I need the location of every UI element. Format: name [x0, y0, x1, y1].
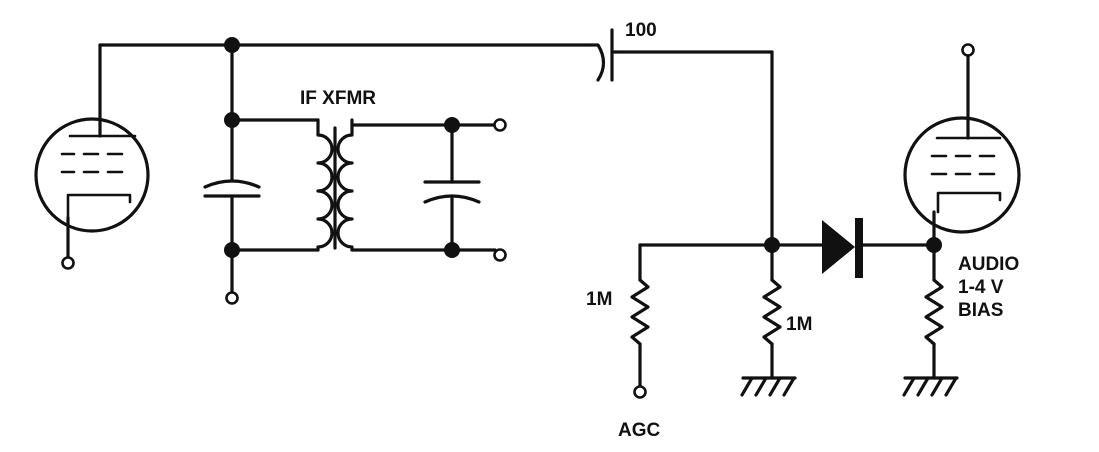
diode [770, 218, 936, 278]
junction-dot [224, 37, 240, 53]
right-tube-plate-terminal [961, 43, 975, 57]
agc-resistor [630, 243, 774, 388]
junction-dot [224, 112, 240, 128]
left-tube-terminal [61, 256, 75, 270]
capacitor-value-label: 100 [625, 20, 657, 41]
audio-label: AUDIO [958, 254, 1019, 275]
secondary-top-terminal [493, 118, 507, 132]
bias-label: BIAS [958, 300, 1003, 321]
top-bus-wire [98, 43, 774, 247]
secondary-bottom-terminal [493, 248, 507, 262]
transformer-label: IF XFMR [300, 88, 376, 109]
primary-tank [203, 43, 334, 295]
detector-resistor-label: 1M [786, 314, 812, 335]
left-vacuum-tube [34, 43, 150, 270]
right-vacuum-tube [903, 43, 1021, 247]
agc-label: AGC [618, 420, 661, 441]
junction-dot [224, 242, 240, 258]
agc-resistor-label: 1M [586, 289, 612, 310]
detector-load-resistor [762, 243, 782, 380]
primary-bottom-terminal [225, 291, 239, 305]
junction-dot [444, 242, 460, 258]
ground-symbol-bias [902, 376, 959, 397]
secondary-tank [333, 118, 497, 252]
bias-resistor [924, 243, 944, 380]
bias-range-label: 1-4 V [958, 277, 1004, 298]
agc-terminal [633, 385, 647, 399]
ground-symbol-detector [740, 376, 797, 397]
junction-dot [444, 117, 460, 133]
coupling-capacitor [588, 28, 624, 82]
